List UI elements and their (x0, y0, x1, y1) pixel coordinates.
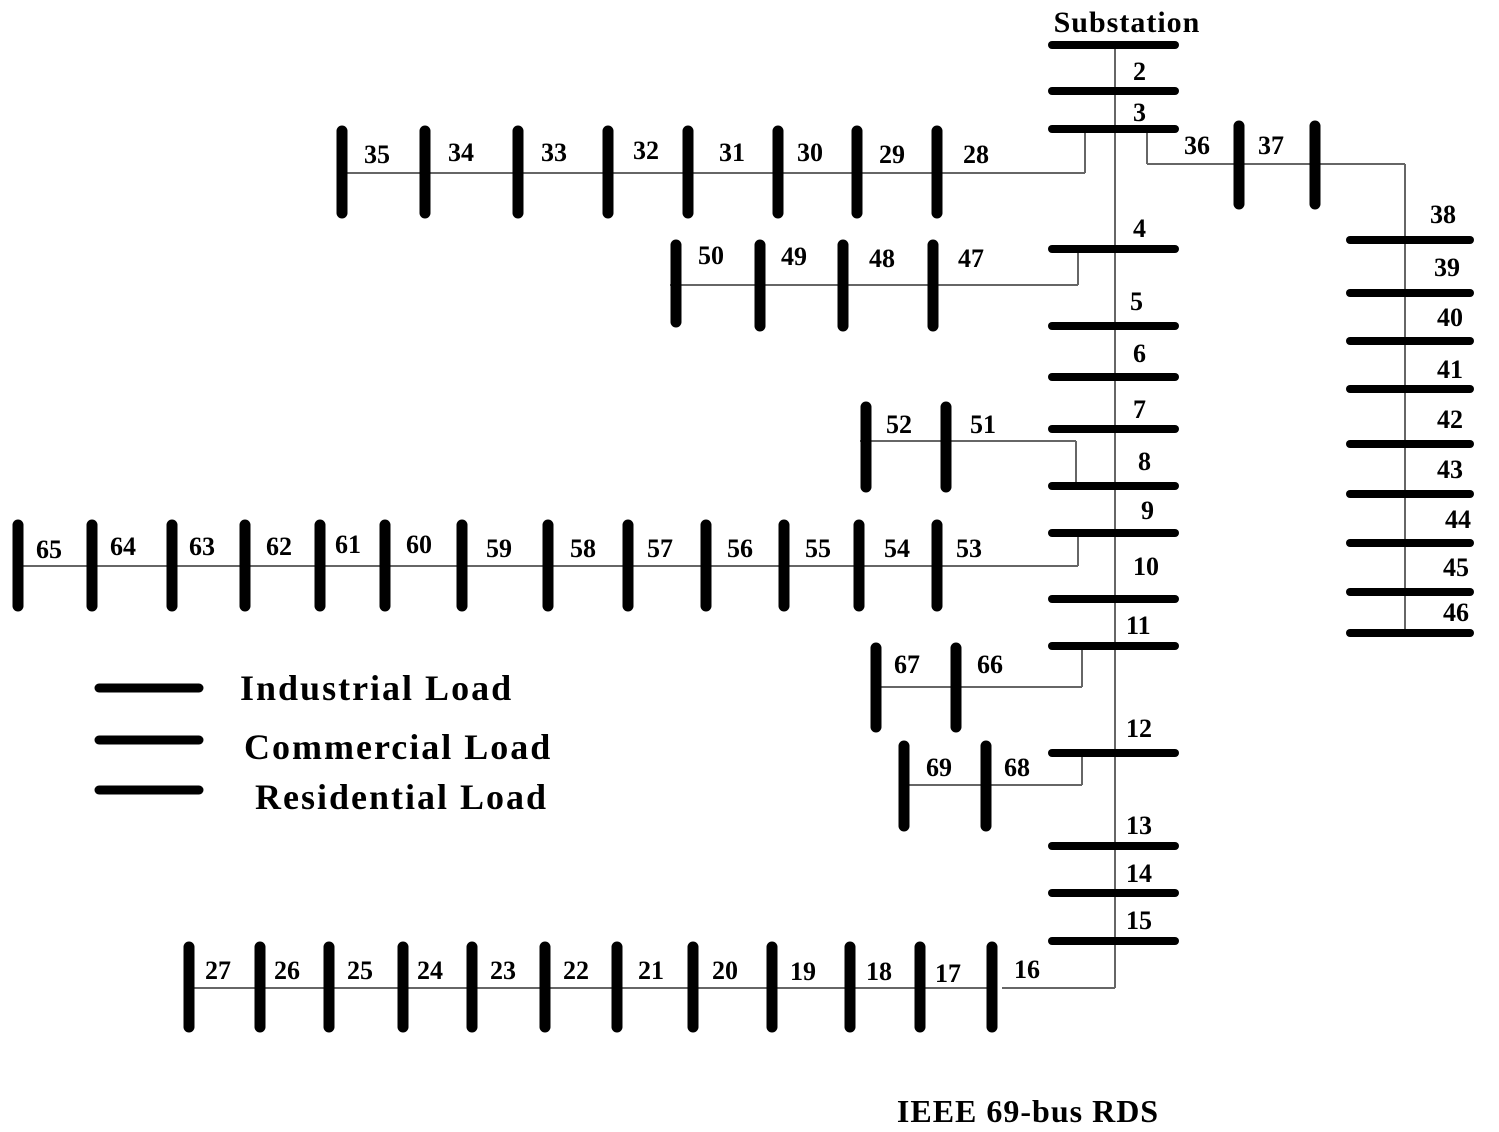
bus-label-43: 43 (1437, 455, 1463, 484)
bus-label-35: 35 (364, 140, 390, 169)
bus-label-27: 27 (205, 956, 231, 985)
bus-label-55: 55 (805, 534, 831, 563)
bus-label-67: 67 (894, 650, 920, 679)
bus-bars (12, 41, 1474, 1033)
bus-label-11: 11 (1126, 611, 1151, 640)
bus-label-12: 12 (1126, 714, 1152, 743)
bus-label-57: 57 (647, 534, 673, 563)
bus-label-66: 66 (977, 650, 1003, 679)
bus-label-61: 61 (335, 530, 361, 559)
bus-labels: 2345678910111213141516171819202122232425… (36, 57, 1471, 988)
bus-label-45: 45 (1443, 553, 1469, 582)
bus-label-26: 26 (274, 956, 300, 985)
branch-lines (20, 45, 1406, 989)
bus-label-46: 46 (1443, 598, 1469, 627)
bus-label-47: 47 (958, 244, 984, 273)
bus-label-32: 32 (633, 136, 659, 165)
legend-residential-label: Residential Load (255, 777, 548, 817)
bus-label-53: 53 (956, 534, 982, 563)
bus-label-25: 25 (347, 956, 373, 985)
legend-industrial-label: Industrial Load (240, 668, 513, 708)
bus-label-69: 69 (926, 753, 952, 782)
bus-label-2: 2 (1133, 57, 1146, 86)
bus-label-37: 37 (1258, 131, 1284, 160)
bus-label-64: 64 (110, 532, 136, 561)
bus-label-58: 58 (570, 534, 596, 563)
bus-label-10: 10 (1133, 552, 1159, 581)
bus-label-29: 29 (879, 140, 905, 169)
bus-label-51: 51 (970, 410, 996, 439)
bus-label-13: 13 (1126, 811, 1152, 840)
bus-label-30: 30 (797, 138, 823, 167)
substation-label: Substation (1054, 6, 1201, 39)
bus-label-8: 8 (1138, 447, 1151, 476)
bus-label-16: 16 (1014, 955, 1040, 984)
bus-label-63: 63 (189, 532, 215, 561)
bus-label-62: 62 (266, 532, 292, 561)
diagram-title: IEEE 69-bus RDS (897, 1093, 1159, 1129)
bus-label-52: 52 (886, 410, 912, 439)
bus-label-22: 22 (563, 956, 589, 985)
bus-label-34: 34 (448, 138, 474, 167)
bus-label-41: 41 (1437, 355, 1463, 384)
legend-commercial-label: Commercial Load (244, 727, 552, 767)
bus-label-44: 44 (1445, 505, 1471, 534)
bus-label-5: 5 (1130, 287, 1143, 316)
bus-label-31: 31 (719, 138, 745, 167)
bus-label-17: 17 (935, 959, 961, 988)
bus-label-21: 21 (638, 956, 664, 985)
bus-label-65: 65 (36, 535, 62, 564)
bus-label-49: 49 (781, 242, 807, 271)
bus-label-36: 36 (1184, 131, 1210, 160)
bus-label-9: 9 (1141, 496, 1154, 525)
bus-label-56: 56 (727, 534, 753, 563)
bus-label-68: 68 (1004, 753, 1030, 782)
bus-label-6: 6 (1133, 339, 1146, 368)
legend: Industrial Load Commercial Load Resident… (240, 668, 552, 817)
bus-label-60: 60 (406, 530, 432, 559)
bus-label-14: 14 (1126, 859, 1152, 888)
bus-label-18: 18 (866, 957, 892, 986)
bus-label-20: 20 (712, 956, 738, 985)
bus-label-39: 39 (1434, 253, 1460, 282)
bus-label-38: 38 (1430, 200, 1456, 229)
bus-label-54: 54 (884, 534, 910, 563)
bus-label-15: 15 (1126, 906, 1152, 935)
bus-label-24: 24 (417, 956, 443, 985)
bus-label-7: 7 (1133, 395, 1146, 424)
bus-label-48: 48 (869, 244, 895, 273)
bus-label-40: 40 (1437, 303, 1463, 332)
bus-label-19: 19 (790, 957, 816, 986)
bus-label-42: 42 (1437, 405, 1463, 434)
bus-label-4: 4 (1133, 214, 1146, 243)
bus-label-50: 50 (698, 241, 724, 270)
bus-label-3: 3 (1133, 98, 1146, 127)
bus-label-33: 33 (541, 138, 567, 167)
bus-label-23: 23 (490, 956, 516, 985)
bus-label-59: 59 (486, 534, 512, 563)
bus-label-28: 28 (963, 140, 989, 169)
